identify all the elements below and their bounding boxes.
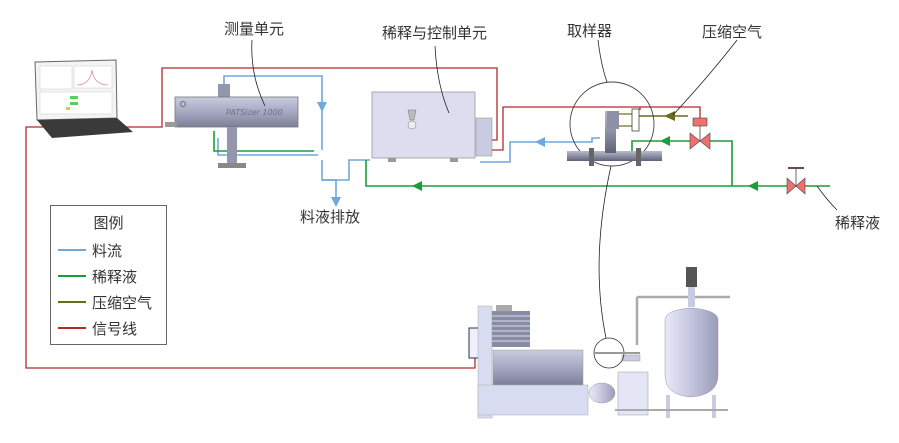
production-equipment <box>468 267 730 419</box>
measurement-unit <box>165 84 299 168</box>
dilution-arrows <box>412 136 758 191</box>
leader-lines <box>251 39 838 339</box>
instrument-model-text: PATSizer 1000 <box>226 108 283 117</box>
signal-line-laptop-to-mill <box>25 126 476 369</box>
manual-valve <box>786 167 806 195</box>
compressed-air-line <box>635 111 688 121</box>
sampler <box>567 81 662 167</box>
dilution-control-unit <box>371 91 493 162</box>
legend-item-slurry-flow: 料流 <box>58 239 122 261</box>
legend-title: 图例 <box>93 214 124 232</box>
label-dilution-control-unit: 稀释与控制单元 <box>382 24 488 42</box>
legend: 图例 料流 稀释液 压缩空气 信号线 <box>50 205 167 345</box>
legend-swatch-dilution <box>58 275 86 277</box>
laptop <box>34 59 133 138</box>
label-dilution-liquid: 稀释液 <box>835 214 881 232</box>
legend-swatch-slurry <box>58 249 86 251</box>
signal-lines <box>25 67 701 369</box>
label-slurry-discharge: 料液排放 <box>300 208 361 226</box>
pneumatic-valve <box>689 117 711 150</box>
signal-line-control-to-valve <box>488 106 701 151</box>
legend-item-dilution: 稀释液 <box>58 265 137 287</box>
legend-swatch-signal <box>58 327 86 329</box>
legend-item-compressed-air: 压缩空气 <box>58 291 152 313</box>
slurry-arrows <box>317 102 545 207</box>
legend-swatch-air <box>58 301 86 303</box>
label-sampler: 取样器 <box>567 22 613 40</box>
legend-item-signal-line: 信号线 <box>58 317 137 339</box>
label-compressed-air: 压缩空气 <box>702 23 763 41</box>
label-measurement-unit: 测量单元 <box>224 20 285 38</box>
signal-line-laptop-to-measurement <box>125 67 498 141</box>
dilution-lines <box>213 131 830 187</box>
